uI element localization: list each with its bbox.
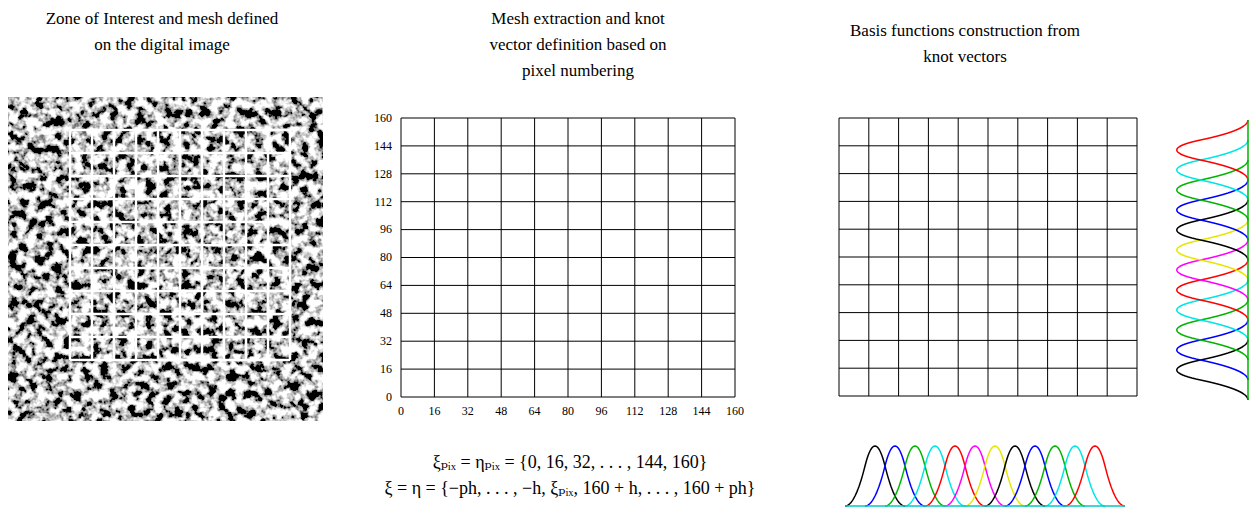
grid-line [1247,120,1249,400]
grid-line [1017,118,1018,396]
axis-tick-label: 32 [462,404,474,418]
grid-line [70,267,290,270]
axis-tick-label: 96 [380,222,392,236]
basis-functions-x [845,446,1125,506]
grid-line [839,368,1137,369]
grid-line [701,118,702,397]
grid-line [401,397,735,398]
grid-line [70,359,290,362]
column-heading: Zone of Interest and mesh defined on the… [37,6,287,58]
grid-line [289,130,292,360]
axis-tick-label: 0 [386,390,392,404]
grid-line [634,118,635,397]
speckle-image [8,97,323,421]
knot-vector-formula: ξ = η = {−ph, . . . , −h, ξₚᵢₓ, 160 + h,… [384,478,755,500]
grid-line [201,130,204,360]
axis-tick-label: 16 [428,404,440,418]
axis-tick-label: 144 [374,139,392,153]
grid-line [401,313,735,314]
grid-line [401,285,735,286]
axis-tick-label: 128 [659,404,677,418]
grid-line [70,336,290,339]
basis-curve [1177,120,1248,180]
grid-line [267,130,270,360]
axis-tick-label: 96 [595,404,607,418]
axis-tick-label: 48 [380,306,392,320]
axis-tick-label: 128 [374,167,392,181]
grid-line [1077,118,1078,396]
grid-line [839,312,1137,313]
grid-line [245,130,248,360]
axis-tick-label: 48 [495,404,507,418]
axis-tick-label: 144 [693,404,711,418]
grid-line [70,244,290,247]
grid-line [601,118,602,397]
grid-line [401,369,735,370]
axis-tick-label: 64 [380,278,392,292]
axis-tick-label: 32 [380,334,392,348]
basis-mesh [839,118,1137,396]
basis-curve [1065,446,1125,506]
grid-line [839,340,1137,341]
grid-line [839,284,1137,285]
axis-tick-label: 112 [374,195,392,209]
grid-line [70,290,290,293]
knot-vector-formula: ξₚᵢₓ = ηₚᵢₓ = {0, 16, 32, . . . , 144, 1… [433,452,708,474]
axis-tick-label: 64 [529,404,541,418]
grid-line [223,130,226,360]
grid-line [401,257,735,258]
grid-line [1137,118,1138,396]
axis-tick-label: 160 [726,404,744,418]
axis-tick-label: 112 [626,404,644,418]
image-mesh [70,130,290,360]
column-heading: Mesh extraction and knot vector definiti… [478,6,678,84]
basis-functions-y [1177,120,1248,400]
axis-tick-label: 0 [398,404,404,418]
axis-tick-label: 80 [562,404,574,418]
grid-line [735,118,736,397]
column-heading: Basis functions construction from knot v… [840,18,1090,70]
grid-line [1107,118,1108,396]
axis-tick-label: 16 [380,362,392,376]
grid-line [839,257,1137,258]
grid-line [70,313,290,316]
axis-tick-label: 80 [380,250,392,264]
grid-line [401,341,735,342]
axis-tick-label: 160 [374,111,392,125]
grid-line [668,118,669,397]
grid-line [845,505,1125,507]
grid-line [839,396,1137,397]
pixel-mesh [401,118,735,397]
grid-line [1047,118,1048,396]
